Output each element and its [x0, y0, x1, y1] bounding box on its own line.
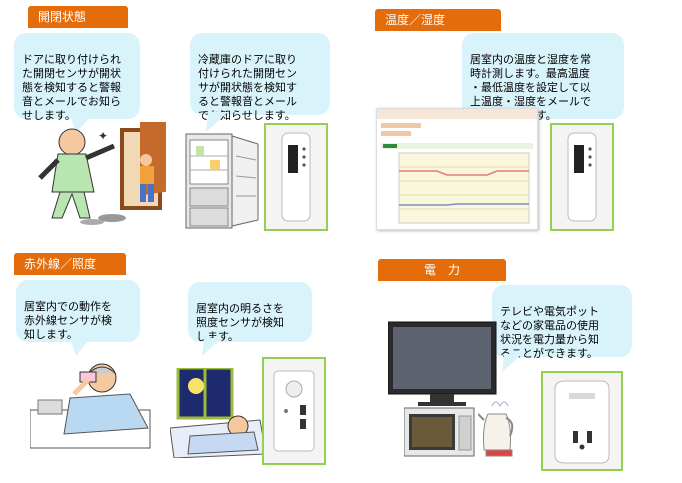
microwave-illustration: [404, 407, 475, 457]
section-title-open-close: 開閉状態: [28, 6, 128, 28]
svg-text:✦: ✦: [98, 129, 108, 143]
man-in-bed-illustration: [30, 363, 151, 449]
sensor-device-icon: [273, 370, 315, 452]
bubble-text: 居室内の明るさを 照度センサが検知 します。: [196, 302, 284, 343]
man-door-illustration: ✦: [38, 122, 166, 225]
bubble-tail: [70, 338, 90, 356]
section-title-text: 赤外線／照度: [24, 257, 97, 271]
sensor-device-icon: [281, 132, 311, 222]
fridge-illustration: [185, 133, 259, 229]
sensor-device-icon: [554, 380, 610, 464]
bubble-tail: [202, 338, 222, 356]
bubble-text: 居室内での動作を 赤外線センサが検 知します。: [24, 300, 112, 341]
bubble-tail: [206, 112, 228, 132]
section-title-text: 温度／湿度: [385, 13, 446, 27]
section-title-infrared-light: 赤外線／照度: [14, 253, 126, 275]
speech-bubble-power: テレビや電気ポット などの家電品の使用 状況を電力量から知 ることができます。: [492, 285, 632, 360]
speech-bubble-fridge: 冷蔵庫のドアに取り 付けられた開閉セン サが開状態を検知す ると警報音とメール …: [190, 33, 330, 122]
door-sensor-photo: [264, 123, 328, 231]
speech-bubble-temp: 居室内の温度と湿度を常 時計測します。最高温度 ・最低温度を設定して以 上温度・…: [462, 33, 624, 122]
bubble-tail: [70, 115, 92, 133]
temperature-graph: [377, 109, 537, 224]
section-title-temp-humidity: 温度／湿度: [375, 9, 501, 31]
power-sensor-photo: [541, 371, 623, 471]
sensor-device-icon: [567, 132, 597, 222]
speech-bubble-motion: 居室内での動作を 赤外線センサが検 知します。: [16, 280, 140, 342]
television-illustration: [388, 321, 497, 406]
bubble-text: テレビや電気ポット などの家電品の使用 状況を電力量から知 ることができます。: [500, 305, 599, 360]
infrared-sensor-photo: [262, 357, 326, 465]
sleeping-person-illustration: [170, 368, 266, 458]
temperature-graph-screenshot: [376, 108, 538, 230]
electric-kettle-illustration: [478, 401, 514, 457]
speech-bubble-door: ドアに取り付けられ た開閉センサが開状 態を検知すると警報 音とメールでお知ら …: [14, 33, 140, 122]
speech-bubble-light: 居室内の明るさを 照度センサが検知 します。: [188, 282, 312, 343]
bubble-tail: [502, 354, 522, 372]
section-title-text: 電 力: [423, 263, 460, 277]
section-title-text: 開閉状態: [38, 10, 87, 24]
bubble-text: ドアに取り付けられ た開閉センサが開状 態を検知すると警報 音とメールでお知ら …: [22, 53, 121, 122]
section-title-power: 電 力: [378, 259, 506, 281]
temp-sensor-photo: [550, 123, 614, 231]
